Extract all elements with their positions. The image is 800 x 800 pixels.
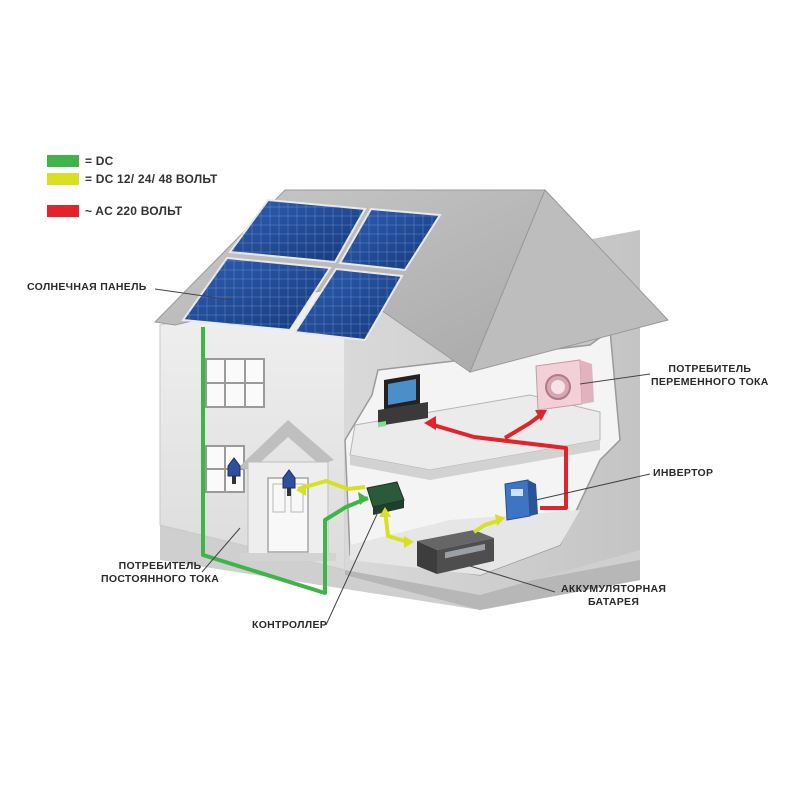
dc-wire-green (201, 327, 369, 595)
legend-item-ac: ~ AC 220 ВОЛЬТ (47, 204, 182, 218)
upper-window (205, 358, 265, 408)
leader-lines (154, 288, 651, 626)
ac-wire-red-washer (503, 412, 544, 440)
legend-swatch-dc (47, 155, 79, 167)
controller-box (366, 420, 405, 515)
legend-label-dc-low-voltage: = DC 12/ 24/ 48 ВОЛЬТ (85, 172, 218, 186)
label-controller-text: КОНТРОЛЛЕР (252, 619, 328, 631)
label-solar-panel: СОЛНЕЧНАЯ ПАНЕЛЬ (27, 281, 147, 294)
label-solar-panel-text: СОЛНЕЧНАЯ ПАНЕЛЬ (27, 281, 147, 293)
dc-wire-yellow-battery (383, 509, 409, 544)
label-dc-consumer: ПОТРЕБИТЕЛЬ ПОСТОЯННОГО ТОКА (101, 560, 219, 586)
wall-lamp-left (227, 457, 241, 484)
label-ac-consumer-line2: ПЕРЕМЕННОГО ТОКА (651, 376, 769, 388)
label-battery-line2: БАТАРЕЯ (588, 596, 640, 608)
legend-item-dc: = DC (47, 154, 113, 168)
ac-wire-red (429, 422, 568, 510)
wall-lamp-right (282, 469, 296, 496)
legend-label-ac: ~ AC 220 ВОЛЬТ (85, 204, 183, 218)
legend-item-dc-low-voltage: = DC 12/ 24/ 48 ВОЛЬТ (47, 172, 218, 186)
solar-panel-array (181, 198, 442, 342)
label-dc-consumer-line2: ПОСТОЯННОГО ТОКА (101, 573, 220, 585)
label-battery: АККУМУЛЯТОРНАЯ БАТАРЕЯ (561, 583, 666, 609)
legend-label-dc: = DC (85, 154, 114, 168)
legend-swatch-dc-low-voltage (47, 173, 79, 185)
label-ac-consumer-line1: ПОТРЕБИТЕЛЬ (668, 363, 752, 375)
dc-wire-yellow-inverter (472, 518, 501, 534)
label-inverter: ИНВЕРТОР (653, 467, 713, 480)
label-battery-line1: АККУМУЛЯТОРНАЯ (561, 583, 667, 595)
dc-wire-yellow-lamp (297, 479, 366, 491)
washing-machine (535, 359, 594, 411)
label-dc-consumer-line1: ПОТРЕБИТЕЛЬ (118, 560, 202, 572)
label-ac-consumer: ПОТРЕБИТЕЛЬ ПЕРЕМЕННОГО ТОКА (651, 363, 769, 389)
battery (417, 530, 494, 574)
label-controller: КОНТРОЛЛЕР (252, 619, 327, 632)
legend-swatch-ac (47, 205, 79, 217)
inverter-box (504, 479, 538, 521)
label-inverter-text: ИНВЕРТОР (653, 467, 714, 479)
tv-set (378, 374, 428, 426)
